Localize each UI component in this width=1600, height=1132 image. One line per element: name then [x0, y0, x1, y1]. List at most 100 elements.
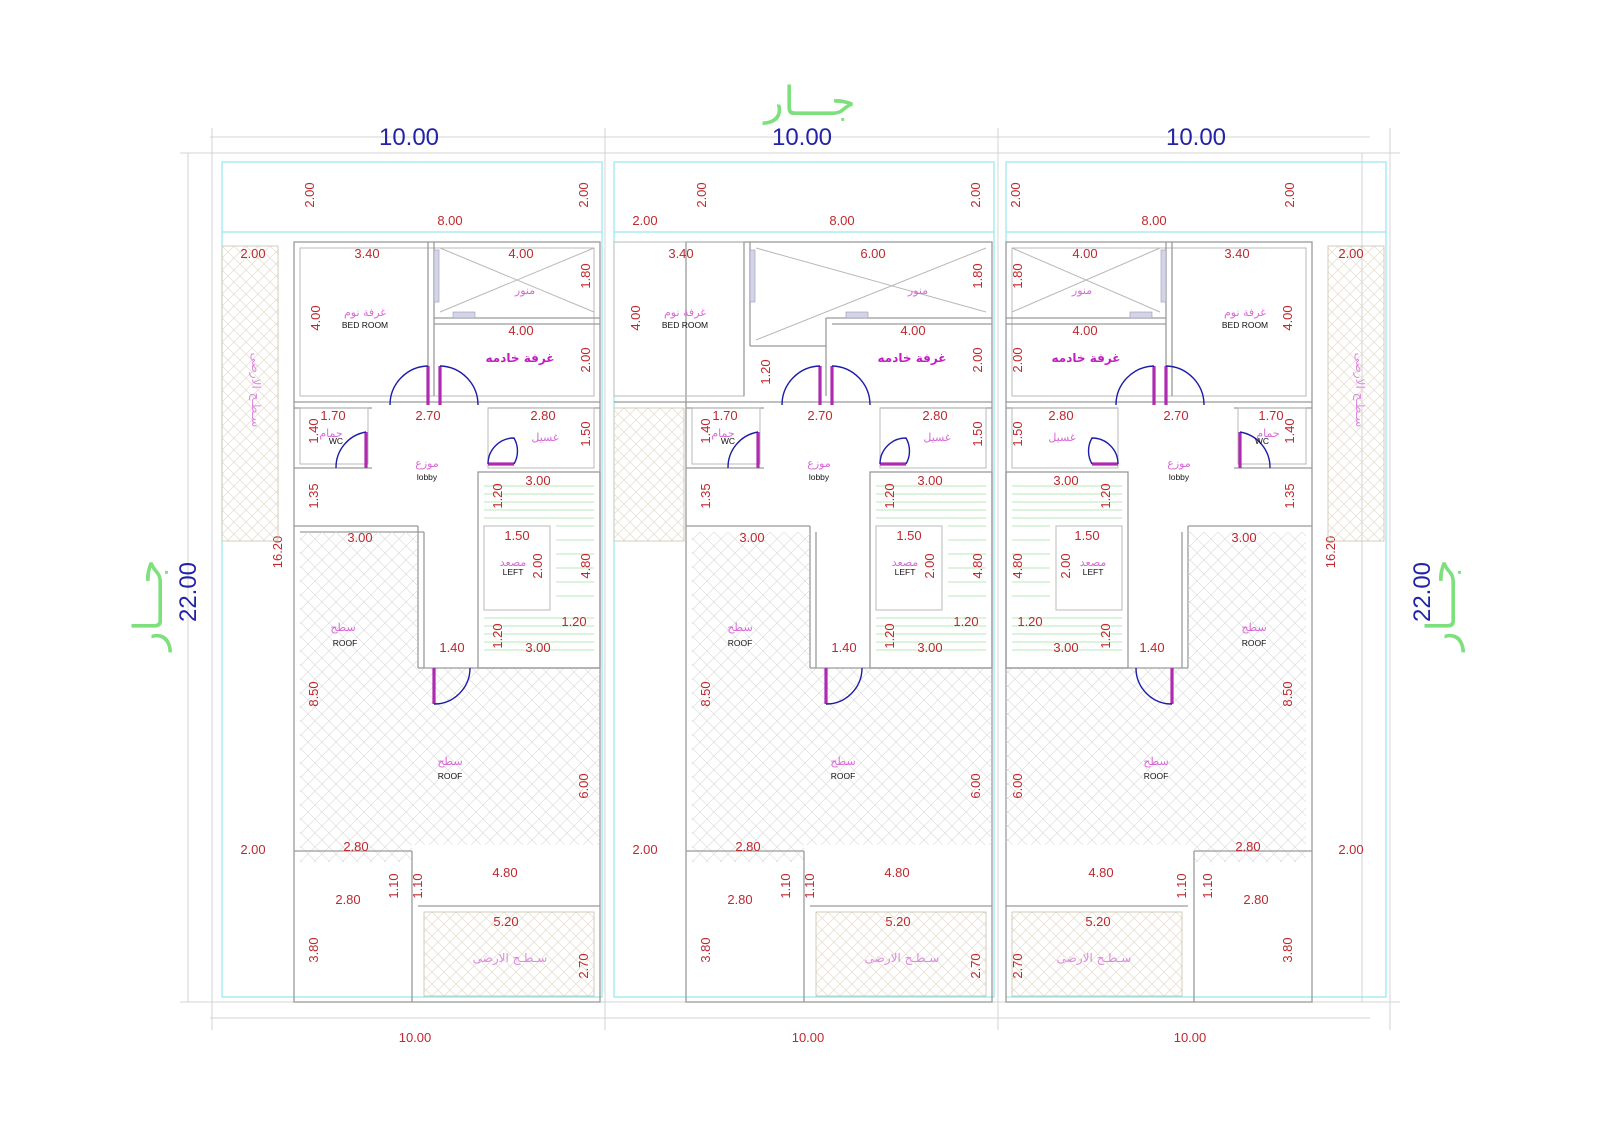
dimension-wash-h: 1.50: [970, 421, 985, 446]
ground-roof-label: سـطـح الارضى: [473, 951, 548, 966]
inner-depth-right: 16.20: [1323, 536, 1338, 569]
dimension-lobby-w: 2.70: [415, 408, 440, 423]
dimension-maid-w: 4.00: [1072, 323, 1097, 338]
ground-roof-side-label: سـطـح الارضى: [248, 353, 263, 428]
dimension-wash-w: 2.80: [922, 408, 947, 423]
dimension-notch-h1: 1.10: [778, 873, 793, 898]
dimension-roof-big-h: 6.00: [1010, 773, 1025, 798]
dimension-roof-big-h: 6.00: [576, 773, 591, 798]
wash-label: غسيل: [1048, 431, 1075, 444]
dimension-bed-w: 3.40: [354, 246, 379, 261]
dimension-stair-w-top: 3.00: [525, 473, 550, 488]
wc-label-ar: حمام: [1256, 427, 1279, 440]
wc-label-ar: حمام: [319, 427, 342, 440]
dimension-notch-h2: 1.10: [410, 873, 425, 898]
dimension-well-w: 4.00: [508, 246, 533, 261]
dimension-door-w: 1.40: [1139, 640, 1164, 655]
dimension-lobby-w: 2.70: [807, 408, 832, 423]
bedroom-label-en: BED ROOM: [342, 320, 388, 330]
depth-right: 22.00: [1409, 562, 1436, 622]
dimension-stair-w-bot: 3.00: [1053, 640, 1078, 655]
dimension-well-h: 1.80: [578, 263, 593, 288]
top-width-2: 10.00: [772, 124, 832, 151]
bedroom-label-en: BED ROOM: [662, 320, 708, 330]
dimension-stair-h-top: 1.20: [1098, 483, 1113, 508]
wash-label: غسيل: [531, 431, 558, 444]
dimension-notch-w2: 4.80: [884, 865, 909, 880]
unit-3-dimensions: 2.00 2.00 8.00 2.00 3.40 4.00 4.00 1.80 …: [1008, 182, 1364, 978]
lobby-label-ar: موزع: [807, 457, 831, 470]
wc-label-en: WC: [1255, 436, 1269, 446]
dimension-roof-h: 8.50: [306, 681, 321, 706]
dimension-maid-h: 2.00: [1010, 347, 1025, 372]
dimension-roof-w: 3.00: [1231, 530, 1256, 545]
unit-3: [1005, 241, 1385, 1003]
lobby-label-en: lobby: [809, 472, 830, 482]
dimension-bed-h: 4.00: [1280, 305, 1295, 330]
dimension-maid-w: 4.00: [900, 323, 925, 338]
roof-label-ar: سطح: [727, 621, 752, 634]
roof-label-ar-2: سطح: [1143, 755, 1168, 768]
unit-1-dimensions: 2.00 2.00 8.00 2.00 3.40 4.00 4.00 1.80 …: [240, 182, 593, 978]
lobby-label-ar: موزع: [415, 457, 439, 470]
dimension-notch-w: 2.80: [1235, 839, 1260, 854]
dimension-wc-h: 1.40: [306, 418, 321, 443]
lobby-label-en: lobby: [417, 472, 438, 482]
dimension-door-w: 1.40: [439, 640, 464, 655]
ground-roof-label: سـطـح الارضى: [1057, 951, 1132, 966]
dimension-front-left: 2.00: [1008, 182, 1023, 207]
ground-roof-strip: [221, 245, 279, 542]
dimension-corr-h: 1.35: [306, 483, 321, 508]
neighbor-label-right: جـــار: [1419, 559, 1465, 652]
roof-label-ar: سطح: [330, 621, 355, 634]
dimension-notch-w: 2.80: [735, 839, 760, 854]
unit-2-dimensions: 2.00 2.00 8.00 2.00 3.40 4.00 6.00 1.80 …: [628, 182, 985, 978]
dimension-notch-h2: 1.10: [802, 873, 817, 898]
dimension-lift-w: 1.50: [504, 528, 529, 543]
lift-label-en: LEFT: [503, 567, 524, 577]
roof-label-en: ROOF: [333, 638, 358, 648]
dimension-front-left: 2.00: [694, 182, 709, 207]
dimension-side-right: 2.00: [1338, 246, 1363, 261]
light-well-label: منور: [907, 284, 928, 297]
depth-left: 22.00: [175, 562, 202, 622]
dimension-roof-h: 8.50: [1280, 681, 1295, 706]
dimension-notch-w: 2.80: [343, 839, 368, 854]
wc-label-en: WC: [329, 436, 343, 446]
dimension-corr-h: 1.35: [1282, 483, 1297, 508]
dimension-terrace-h: 2.70: [576, 953, 591, 978]
dimension-stair-h: 4.80: [578, 553, 593, 578]
dimension-well-w: 4.00: [1072, 246, 1097, 261]
dimension-side-left: 2.00: [632, 213, 657, 228]
dimension-front-right: 2.00: [1282, 182, 1297, 207]
dimension-lift-h: 2.00: [1058, 553, 1073, 578]
roof-label-en: ROOF: [728, 638, 753, 648]
unit-2: [613, 241, 993, 1003]
roof-label-en-2: ROOF: [1144, 771, 1169, 781]
dimension-width-inner: 8.00: [437, 213, 462, 228]
dimension-front-left: 2.00: [302, 182, 317, 207]
dimension-back-w: 2.80: [335, 892, 360, 907]
lobby-label-en: lobby: [1169, 472, 1190, 482]
inner-depth-left: 16.20: [270, 536, 285, 569]
dimension-bed-h: 4.00: [308, 305, 323, 330]
dimension-lift-h: 2.00: [530, 553, 545, 578]
dimension-terrace-h: 2.70: [968, 953, 983, 978]
wash-label: غسيل: [923, 431, 950, 444]
dimension-wc-w: 1.70: [320, 408, 345, 423]
dimension-wc-h: 1.40: [698, 418, 713, 443]
unit-1-labels: غرفة نوم BED ROOM منور غرفة خادمه حمام W…: [248, 284, 559, 966]
lift-label-en: LEFT: [895, 567, 916, 577]
dimension-stair-h-bot: 1.20: [882, 623, 897, 648]
dimension-notch-h1: 1.10: [1174, 873, 1189, 898]
dimension-stair-h-bot: 1.20: [1098, 623, 1113, 648]
wc-label-ar: حمام: [711, 427, 734, 440]
dimension-back-h: 3.80: [1280, 937, 1295, 962]
dimension-bed-w: 3.40: [668, 246, 693, 261]
unit-1: [221, 241, 601, 1003]
lift-label-ar: مصعد: [892, 556, 919, 569]
dimension-door-w: 1.40: [831, 640, 856, 655]
dimension-well-side: 1.20: [758, 359, 773, 384]
dimension-maid-h: 2.00: [578, 347, 593, 372]
dimension-wc-h: 1.40: [1282, 418, 1297, 443]
